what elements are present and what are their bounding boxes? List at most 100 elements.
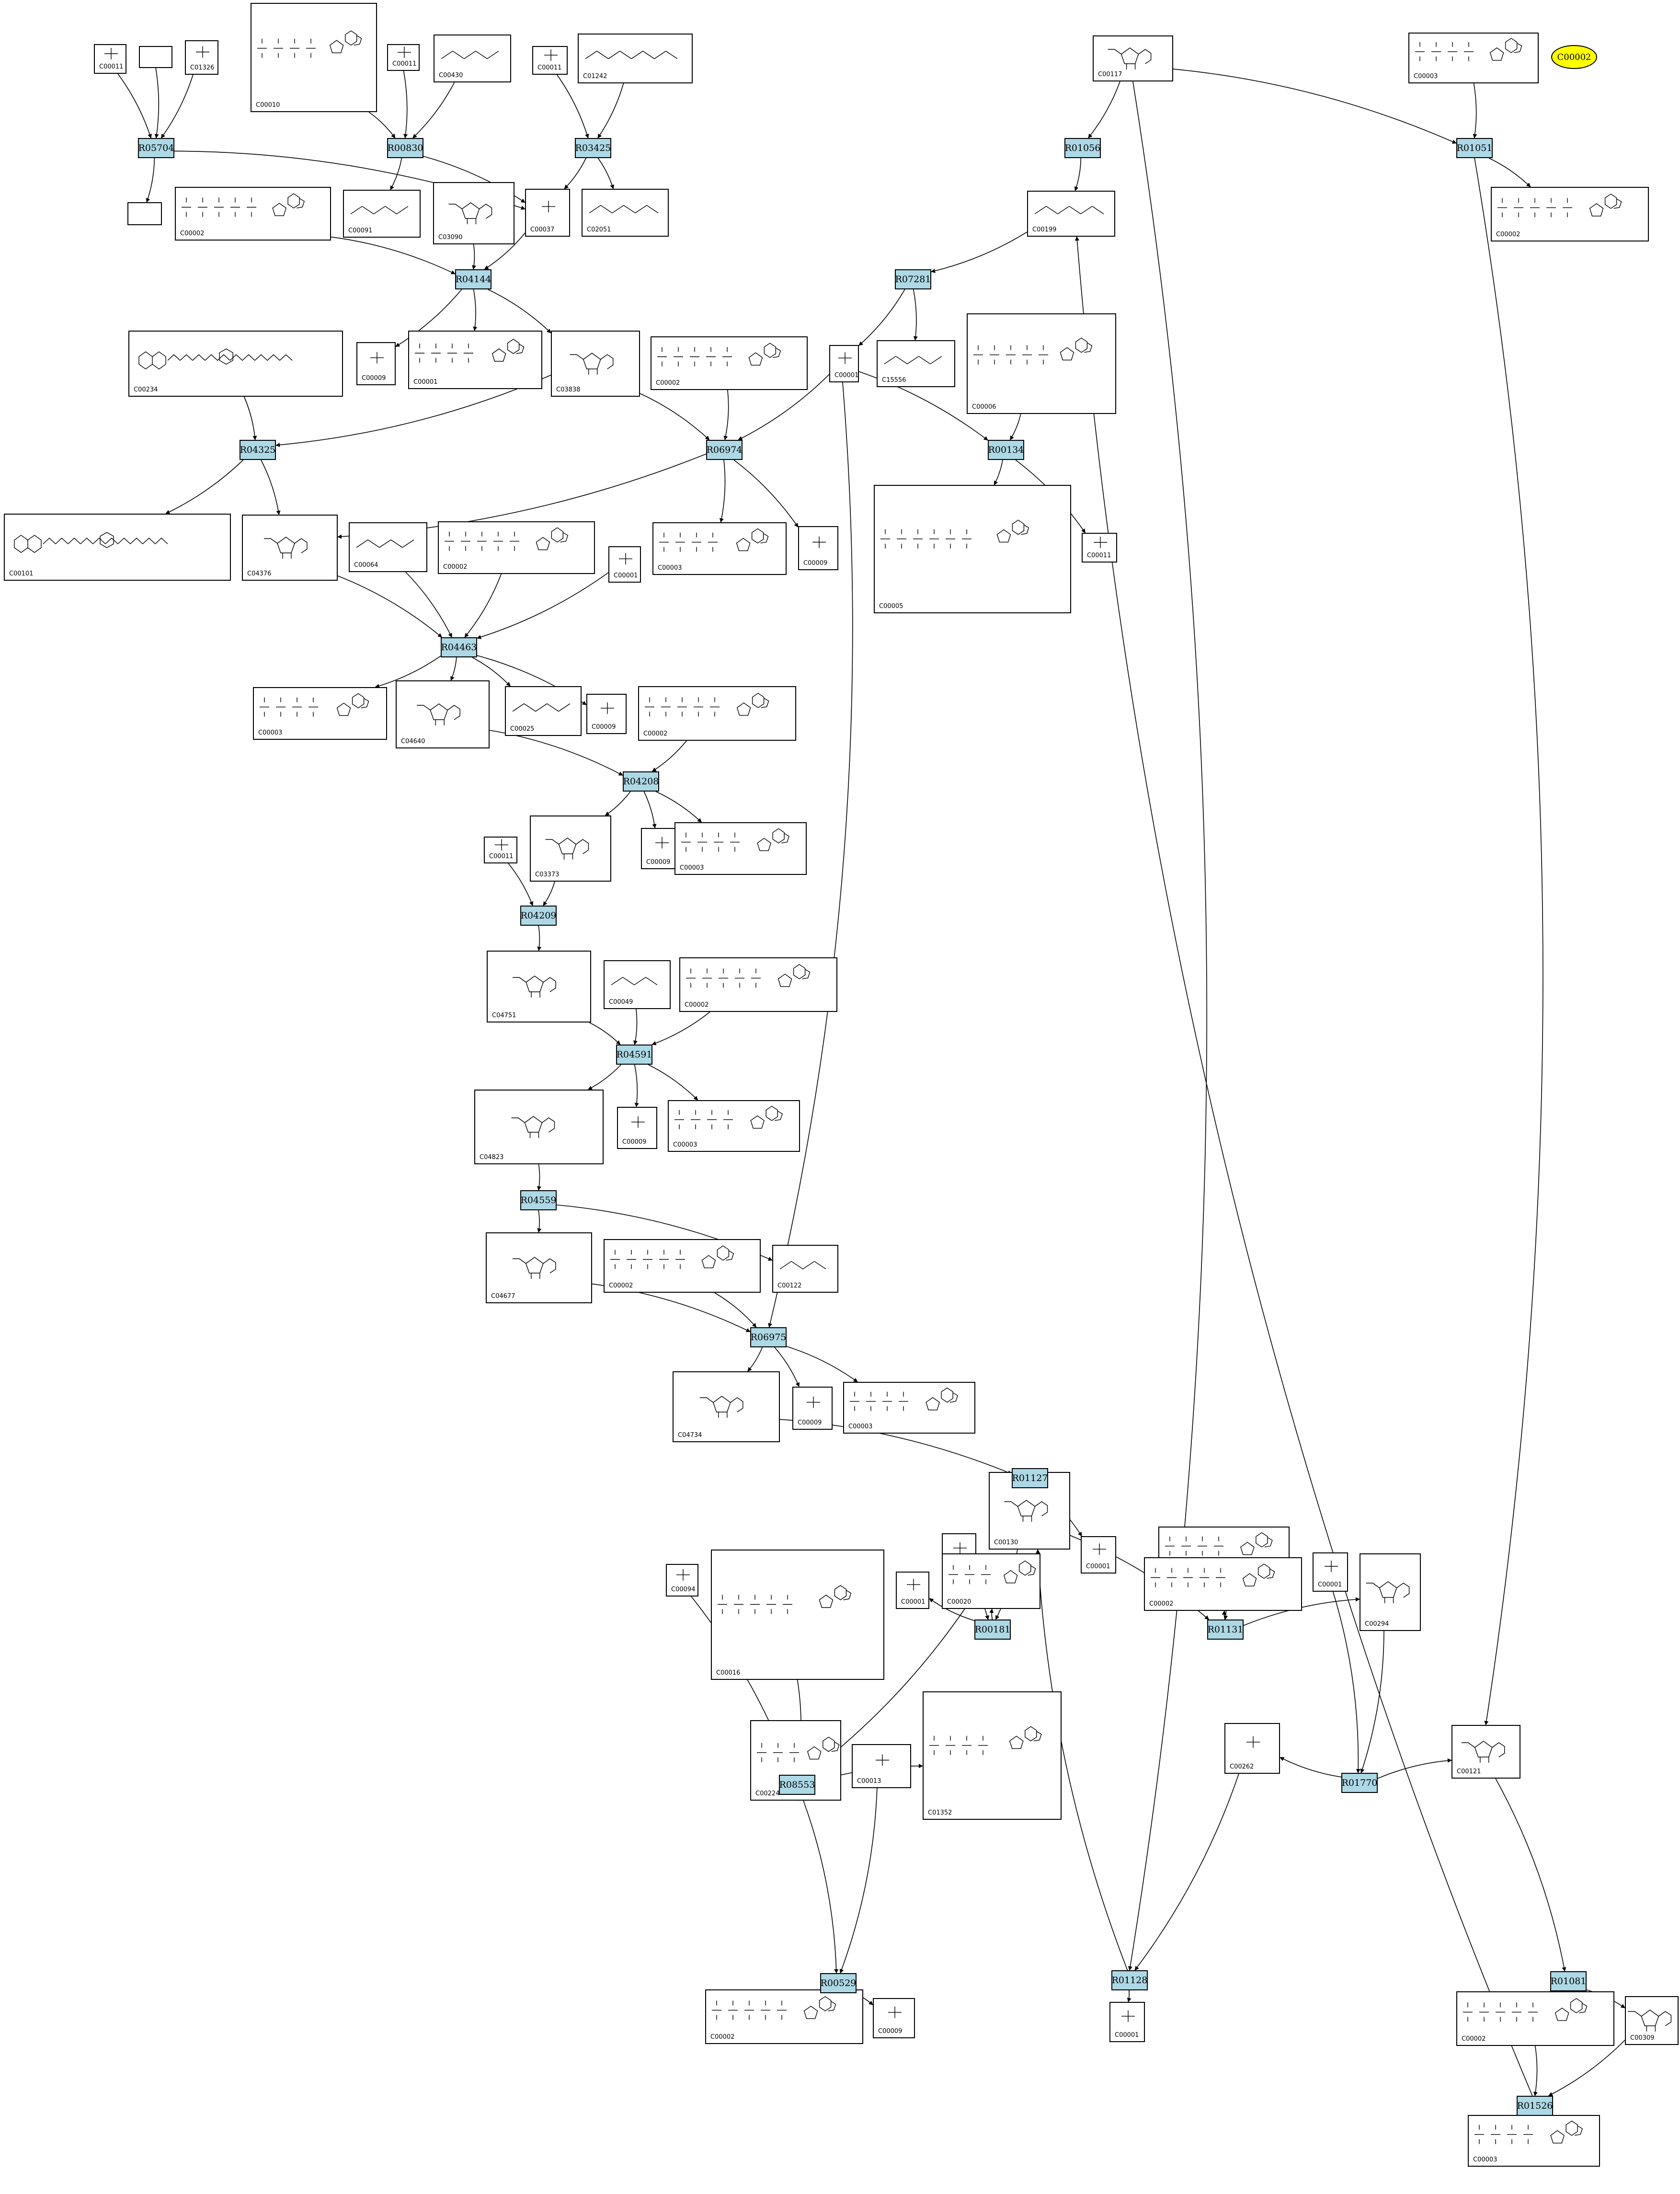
compound-node[interactable]: C00002 [175,187,331,241]
reaction-node[interactable]: R04463 [441,637,477,657]
compound-node[interactable]: C01326 [185,40,218,75]
reaction-node[interactable]: R01526 [1517,2096,1553,2116]
compound-node[interactable]: C00005 [874,485,1071,613]
compound-node[interactable]: C15556 [877,340,955,387]
compound-node[interactable]: C00020 [942,1553,1040,1609]
compound-node[interactable]: C04734 [673,1371,780,1442]
compound-node[interactable]: C00430 [434,34,511,82]
compound-node[interactable]: C00002 [438,521,595,574]
reaction-node[interactable]: R00529 [820,1973,857,1993]
compound-node[interactable]: C00003 [1408,33,1539,83]
compound-node[interactable]: C00002 [638,686,796,741]
compound-node[interactable]: C04376 [242,515,338,581]
compound-node[interactable]: C00001 [1081,1536,1116,1574]
compound-node[interactable]: C00001 [829,345,859,382]
reaction-node[interactable]: R06974 [706,440,743,460]
reaction-node[interactable]: R05704 [138,138,174,158]
reaction-node[interactable]: R01770 [1341,1773,1378,1793]
compound-node[interactable]: C00009 [356,342,396,385]
reaction-node[interactable]: R04209 [520,906,557,926]
compound-node[interactable]: C04677 [486,1232,592,1303]
compound-node[interactable]: C00002 [679,957,837,1012]
compound-node[interactable]: C00117 [1093,35,1173,81]
compound-node[interactable]: C00009 [873,1998,915,2038]
compound-node[interactable]: C00091 [343,190,421,238]
compound-node[interactable]: C00025 [505,686,582,736]
compound-node[interactable]: C00001 [1109,2002,1145,2042]
compound-node[interactable]: C03838 [551,331,640,397]
compound-node[interactable]: C00006 [967,313,1116,414]
compound-node[interactable]: C00002 [651,336,808,390]
compound-node[interactable]: C00262 [1224,1723,1280,1774]
compound-node[interactable]: C00016 [711,1550,884,1680]
compound-node[interactable]: C00234 [128,331,343,397]
reaction-node[interactable]: R01056 [1064,138,1101,158]
compound-node[interactable]: C00064 [349,522,427,572]
reaction-node[interactable]: R04144 [455,269,491,289]
compound-node[interactable]: C00003 [674,822,807,875]
compound-node[interactable]: C00049 [604,960,671,1009]
reaction-node[interactable]: R03425 [575,138,611,158]
reaction-node[interactable]: R01131 [1207,1620,1244,1640]
compound-node[interactable]: C00294 [1360,1553,1421,1631]
reaction-node[interactable]: R01081 [1550,1971,1587,1991]
compound-node[interactable]: C00003 [668,1100,800,1152]
reaction-node[interactable]: R00830 [387,138,423,158]
compound-node[interactable]: C00011 [94,44,126,74]
compound-node[interactable]: C03373 [530,816,611,882]
compound-node[interactable]: C03090 [433,182,514,244]
compound-node[interactable]: C00009 [586,694,627,734]
compound-node[interactable]: C00094 [666,1564,698,1597]
compound-node[interactable]: C00002 [1144,1557,1302,1611]
compound-node[interactable]: C04823 [474,1090,604,1164]
compound-node[interactable]: C01242 [578,34,693,83]
compound-node[interactable]: C00001 [896,1572,929,1609]
compound-node[interactable]: C00002 [604,1239,761,1293]
compound-node[interactable]: C00002 [705,1989,863,2044]
compound-node[interactable]: C00009 [792,1387,833,1430]
reaction-node[interactable]: R01127 [1012,1468,1048,1488]
compound-node[interactable]: C00037 [525,189,570,237]
compound-node[interactable]: C00003 [1468,2115,1600,2167]
compound-node[interactable]: C00009 [617,1107,657,1149]
compound-node[interactable]: C00009 [798,526,838,570]
compound-node[interactable]: C00002 [1456,1991,1614,2046]
compound-node[interactable] [139,46,172,68]
compound-node[interactable]: C00003 [253,687,387,740]
compound-node[interactable]: C00010 [251,3,377,112]
reaction-node[interactable]: R07281 [895,269,931,289]
reaction-node[interactable]: R04208 [623,771,659,792]
compound-node[interactable]: C00011 [387,44,420,71]
compound-node[interactable]: C01352 [923,1691,1062,1820]
reaction-node[interactable]: R08553 [779,1775,815,1795]
compound-node[interactable]: C04640 [396,680,490,748]
reaction-node[interactable]: R04591 [616,1045,652,1065]
compound-node[interactable]: C00011 [1082,533,1117,563]
highlighted-compound-ellipse[interactable]: C00002 [1551,45,1597,69]
compound-node[interactable]: C00001 [1313,1552,1348,1592]
compound-node[interactable]: C00011 [484,837,517,863]
compound-node[interactable]: C00122 [772,1245,838,1293]
compound-node[interactable]: C00013 [852,1744,911,1788]
reaction-edge [913,289,918,341]
reaction-node[interactable]: R00181 [974,1620,1011,1640]
compound-node[interactable] [127,202,162,225]
compound-node[interactable]: C00199 [1027,191,1115,237]
reaction-node[interactable]: R01128 [1111,1970,1148,1990]
reaction-node[interactable]: R04559 [520,1190,557,1210]
compound-node[interactable]: C00003 [652,522,787,575]
compound-node[interactable]: C00309 [1625,1996,1679,2045]
reaction-node[interactable]: R06975 [750,1327,787,1347]
compound-node[interactable]: C00001 [408,331,542,389]
compound-node[interactable]: C04751 [487,951,591,1022]
reaction-node[interactable]: R01051 [1456,138,1493,158]
reaction-node[interactable]: R04325 [240,440,276,460]
reaction-node[interactable]: R00134 [988,440,1024,460]
compound-node[interactable]: C00002 [1491,187,1649,241]
compound-node[interactable]: C00011 [532,46,568,75]
compound-node[interactable]: C00101 [4,514,231,581]
compound-node[interactable]: C02051 [582,189,669,237]
compound-node[interactable]: C00001 [608,546,641,583]
compound-node[interactable]: C00121 [1451,1725,1520,1779]
compound-node[interactable]: C00003 [843,1382,975,1434]
